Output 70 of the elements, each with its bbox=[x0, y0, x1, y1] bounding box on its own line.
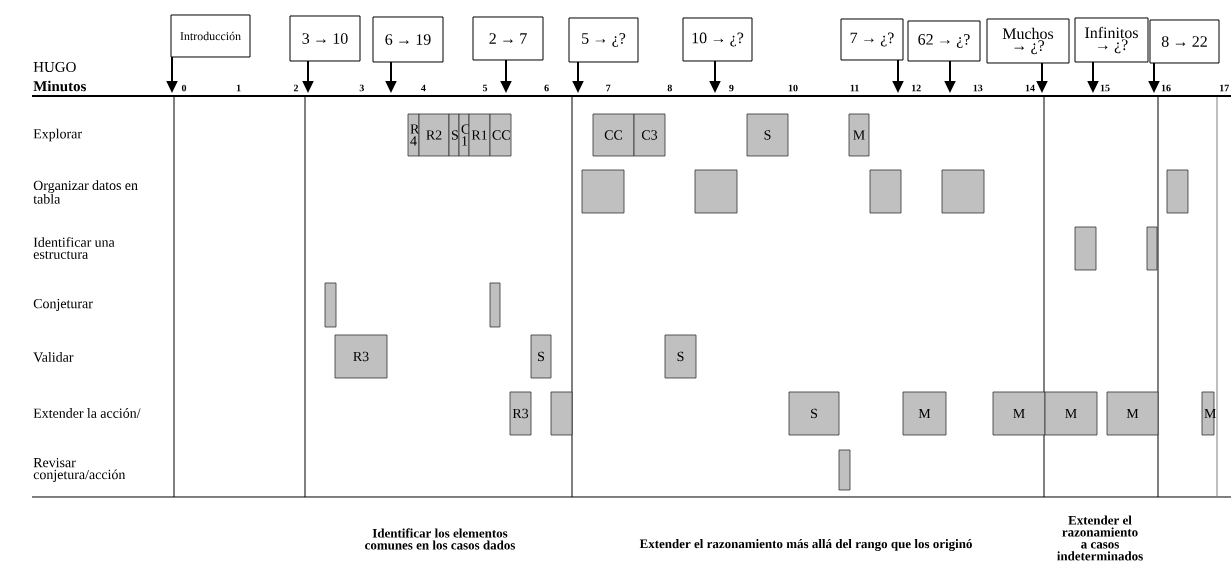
row-label: Conjeturar bbox=[33, 298, 93, 312]
chart-title: HUGO bbox=[33, 62, 76, 72]
activity-box bbox=[581, 169, 625, 214]
activity-box: R 4 bbox=[407, 113, 420, 157]
tick-label: 12 bbox=[912, 84, 921, 92]
tick-label: 17 bbox=[1220, 84, 1229, 92]
activity-box: S bbox=[664, 334, 697, 379]
activity-box bbox=[1166, 169, 1189, 214]
case-box: Muchos → ¿? bbox=[986, 18, 1070, 64]
axis-line bbox=[32, 95, 1231, 97]
activity-box: M bbox=[1201, 391, 1216, 436]
activity-box: S bbox=[746, 113, 789, 157]
activity-box: M bbox=[848, 113, 870, 157]
activity-box: R3 bbox=[334, 334, 388, 379]
activity-box: M bbox=[1044, 391, 1098, 436]
row-label: Explorar bbox=[33, 128, 82, 142]
phase-label: Extender el razonamiento más allá del rango que los originó bbox=[639, 539, 972, 551]
activity-box: S bbox=[530, 334, 552, 379]
activity-box bbox=[941, 169, 985, 214]
tick-label: 4 bbox=[421, 84, 426, 92]
tick-label: 8 bbox=[667, 84, 672, 92]
activity-box bbox=[1146, 226, 1158, 271]
tick-label: 9 bbox=[729, 84, 734, 92]
tick-label: 15 bbox=[1100, 84, 1110, 92]
activity-box: M bbox=[992, 391, 1046, 436]
activity-box bbox=[838, 449, 851, 491]
row-label: Identificar una estructura bbox=[33, 237, 115, 259]
tick-label: 14 bbox=[1025, 84, 1035, 92]
row-label: Extender la acción/ bbox=[33, 408, 141, 418]
row-label: Organizar datos en tabla bbox=[33, 180, 138, 204]
row-label: Validar bbox=[33, 352, 74, 362]
case-box: 8 → 22 bbox=[1149, 19, 1220, 64]
activity-box bbox=[869, 169, 902, 214]
activity-box bbox=[694, 169, 738, 214]
activity-box: S bbox=[448, 113, 460, 157]
tick-label: 5 bbox=[482, 84, 488, 92]
tick-label: 11 bbox=[850, 84, 859, 92]
row-label: Revisar conjetura/acción bbox=[33, 457, 126, 483]
case-box: 10 → ¿? bbox=[682, 17, 753, 62]
activity-box: M bbox=[1106, 391, 1159, 436]
case-box: 6 → 19 bbox=[372, 16, 444, 63]
activity-box bbox=[550, 391, 573, 436]
activity-box bbox=[489, 282, 501, 328]
activity-box bbox=[324, 282, 337, 328]
tick-label: 2 bbox=[293, 84, 299, 92]
activity-box bbox=[1074, 226, 1097, 271]
phase-label: Extender el razonamiento a casos indeterminados bbox=[1057, 515, 1143, 561]
activity-box: C3 bbox=[633, 113, 666, 157]
activity-box: S bbox=[788, 391, 840, 436]
tick-label: 1 bbox=[236, 84, 241, 92]
tick-label: 16 bbox=[1161, 84, 1171, 92]
case-box: 62 → ¿? bbox=[907, 20, 981, 62]
tick-label: 3 bbox=[359, 84, 364, 92]
activity-box: M bbox=[902, 391, 947, 436]
activity-box: CC bbox=[489, 113, 512, 157]
tick-label: 10 bbox=[788, 84, 798, 92]
tick-label: 7 bbox=[606, 84, 611, 92]
phase-label: Identificar los elementos comunes en los casos dados bbox=[365, 528, 516, 550]
case-box: Infinitos → ¿? bbox=[1074, 17, 1149, 63]
tick-label: 13 bbox=[973, 84, 983, 92]
tick-label: 6 bbox=[544, 84, 549, 92]
case-box: 3 → 10 bbox=[289, 15, 361, 62]
case-box: 5 → ¿? bbox=[568, 17, 639, 63]
activity-box: R1 bbox=[468, 113, 491, 157]
case-box: 2 → 7 bbox=[472, 16, 544, 61]
activity-box: R3 bbox=[509, 391, 532, 436]
case-box: 7 → ¿? bbox=[840, 18, 904, 61]
activity-box: CC bbox=[592, 113, 635, 157]
tick-label: 0 bbox=[181, 84, 187, 92]
case-box: Introducción bbox=[170, 14, 251, 58]
